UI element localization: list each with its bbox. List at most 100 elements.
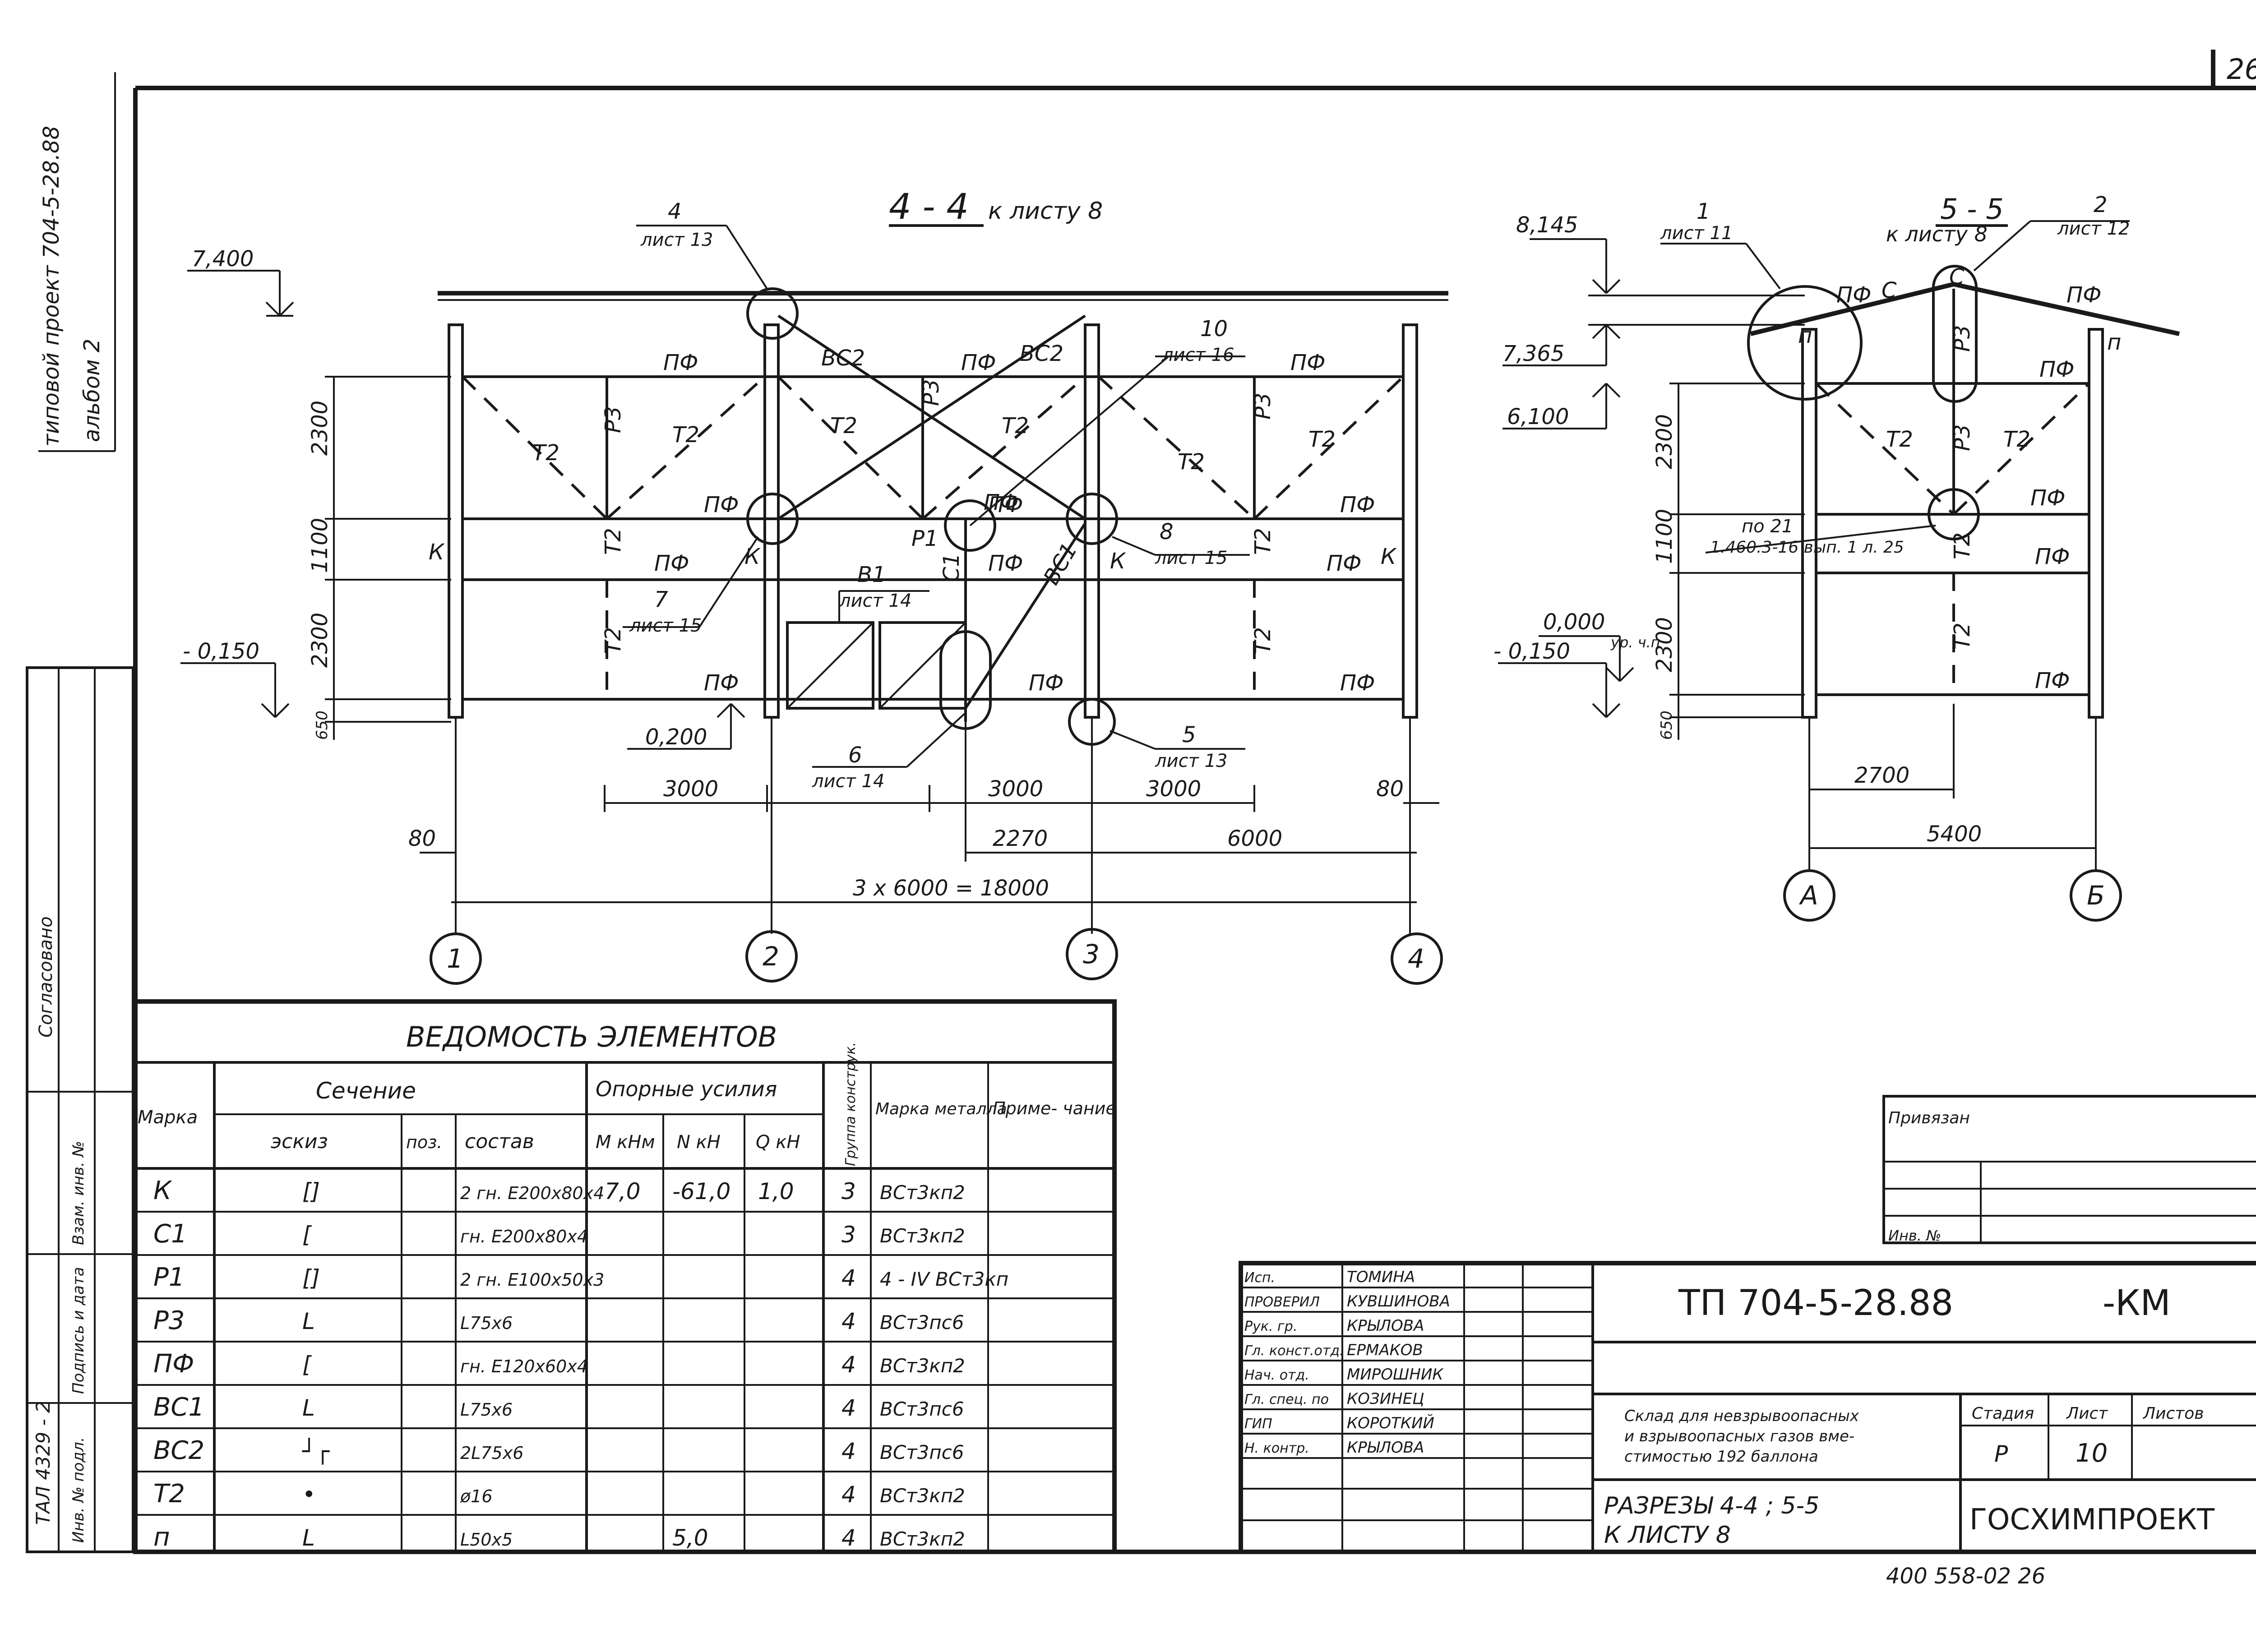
- side-album-label: альбом 2: [79, 339, 105, 442]
- schedule-cell-n: 5,0: [672, 1525, 708, 1551]
- callout-10-num: 10: [1200, 316, 1228, 341]
- schedule-cell-sketch: L: [302, 1395, 315, 1421]
- label55-pf-roof: ПФ: [2066, 282, 2101, 308]
- callout-v1-sheet: лист 14: [839, 591, 911, 611]
- schedule-cell-metal: ВСт3пс6: [880, 1311, 964, 1334]
- label-r3-2: Р3: [919, 379, 944, 406]
- sheet-title-line1: РАЗРЕЗЫ 4-4 ; 5-5: [1604, 1492, 1819, 1519]
- schedule-cell-sketch: []: [302, 1265, 320, 1291]
- side-approved-label: Согласовано: [36, 916, 56, 1038]
- sheet-value: 10: [2076, 1439, 2108, 1468]
- level-0200: 0,200: [645, 724, 707, 750]
- schedule-cell-metal: ВСт3пс6: [880, 1398, 964, 1420]
- hdr-forces: Опорные усилия: [596, 1077, 777, 1101]
- label55-c-1: С: [1882, 278, 1897, 303]
- callout-7-num: 7: [654, 587, 668, 612]
- sheet-title-line2: К ЛИСТУ 8: [1604, 1522, 1731, 1549]
- hdim-3000-c: 3000: [1146, 776, 1201, 802]
- label-pf-8: ПФ: [988, 551, 1023, 576]
- label-pf-6: ПФ: [1340, 492, 1375, 517]
- section-5-5-text: 5 - 5 к листу 8 8,145 7,365 6,100 0,000 …: [1493, 192, 2130, 911]
- hdim-6000: 6000: [1227, 826, 1282, 851]
- schedule-cell-sketch: ┘┌: [302, 1438, 330, 1465]
- schedule-cell-n: -61,0: [672, 1178, 730, 1204]
- element-schedule: [133, 999, 1117, 1554]
- axis-4: 4: [1408, 943, 1424, 974]
- label-t2-5: Т2: [1178, 449, 1205, 475]
- note-series: 1.460.3-16 вып. 1 л. 25: [1710, 538, 1904, 557]
- section-4-4-title: 4 - 4: [889, 187, 969, 227]
- section-5-5-title: 5 - 5: [1940, 193, 2004, 226]
- hdr-mark: Марка: [138, 1107, 198, 1128]
- section-4-4-text: 4 - 4 к листу 8 7,400 - 0,150 0,200 2300…: [183, 187, 1424, 974]
- schedule-cell-sketch: [: [302, 1222, 312, 1248]
- level-0000: 0,000: [1543, 609, 1605, 635]
- schedule-cell-mark: ВС2: [153, 1436, 204, 1465]
- hdr-sketch: эскиз: [271, 1130, 328, 1153]
- label55-t2-1: Т2: [1886, 427, 1913, 452]
- label-k-4: К: [1381, 544, 1397, 569]
- callout-1-sheet: лист 11: [1660, 223, 1733, 244]
- label-pf-1: ПФ: [663, 350, 698, 375]
- hdim55-2700: 2700: [1854, 763, 1909, 788]
- callout-4-num: 4: [668, 199, 682, 224]
- schedule-cell-q: 1,0: [758, 1178, 794, 1204]
- vdim-1100: 1100: [307, 518, 333, 573]
- title-person-name: КРЫЛОВА: [1347, 1439, 1424, 1457]
- note-po21: по 21: [1742, 516, 1793, 537]
- label-vs2-1: ВС2: [821, 346, 865, 371]
- schedule-cell-mark: ВС1: [153, 1393, 204, 1422]
- hdr-pos: поз.: [406, 1132, 442, 1152]
- binding-title: Привязан: [1888, 1109, 1970, 1127]
- sheet-header: Лист: [2066, 1404, 2108, 1423]
- title-person-name: КОРОТКИЙ: [1347, 1414, 1434, 1432]
- section-4-4: [180, 225, 1448, 985]
- hdr-group: Группа конструк.: [843, 1042, 859, 1166]
- label-k-1: К: [429, 540, 445, 565]
- label55-c-2: С: [1949, 264, 1965, 290]
- schedule-cell-group: 4: [841, 1352, 856, 1378]
- title-role: ГИП: [1244, 1416, 1272, 1432]
- hdim-80-left: 80: [408, 826, 436, 851]
- level-8145: 8,145: [1516, 212, 1578, 238]
- label-pf-9: ПФ: [1327, 551, 1361, 576]
- title-role: Рук. гр.: [1244, 1319, 1297, 1334]
- label-k-3: К: [1110, 549, 1126, 574]
- label55-pf-4: ПФ: [2035, 544, 2070, 569]
- schedule-cell-group: 3: [841, 1178, 856, 1204]
- schedule-cell-comp: ø16: [460, 1486, 493, 1506]
- label-r3-1: Р3: [601, 406, 626, 433]
- schedule-cell-sketch: [: [302, 1352, 312, 1378]
- schedule-cell-metal: ВСт3кп2: [880, 1355, 965, 1377]
- schedule-cell-sketch: L: [302, 1308, 315, 1334]
- schedule-cell-sketch: •: [302, 1481, 316, 1508]
- callout-5-num: 5: [1182, 722, 1196, 748]
- label-pf-4: ПФ: [704, 492, 739, 517]
- label55-pf-3: ПФ: [2030, 485, 2065, 511]
- title-block-text: ТП 704-5-28.88 -КМ Склад для невзрывоопа…: [1604, 1283, 2215, 1549]
- title-person-name: ЕРМАКОВ: [1347, 1341, 1423, 1359]
- label-pf-10: ПФ: [704, 670, 739, 696]
- axis-2: 2: [763, 941, 779, 972]
- label-pf-7: ПФ: [654, 551, 689, 576]
- sheets-header: Листов: [2142, 1404, 2204, 1423]
- hdr-q: Q кН: [756, 1132, 800, 1153]
- axis-b: Б: [2087, 880, 2105, 911]
- level-6100: 6,100: [1507, 404, 1569, 429]
- label-t2-7: Т2: [601, 528, 626, 555]
- schedule-cell-metal: ВСт3кп2: [880, 1485, 965, 1507]
- hdim-80-right: 80: [1376, 776, 1404, 802]
- vdim55-2300-bottom: 2300: [1652, 617, 1677, 672]
- level-minus-0150-b: - 0,150: [1493, 639, 1570, 664]
- side-inv-orig-label: Инв. № подл.: [69, 1437, 88, 1543]
- vdim-2300-bottom: 2300: [307, 613, 333, 668]
- schedule-cell-mark: Р3: [153, 1306, 185, 1335]
- label55-r3-2: Р3: [1950, 425, 1975, 451]
- label55-t2-3: Т2: [1950, 532, 1975, 559]
- label-t2-10: Т2: [1250, 627, 1276, 654]
- level-minus-0150: - 0,150: [183, 639, 259, 664]
- schedule-cell-comp: гн. Е200х80х4: [460, 1227, 588, 1246]
- label55-pf-1: ПФ: [1836, 282, 1871, 308]
- sheet-number: 26: [2227, 53, 2256, 86]
